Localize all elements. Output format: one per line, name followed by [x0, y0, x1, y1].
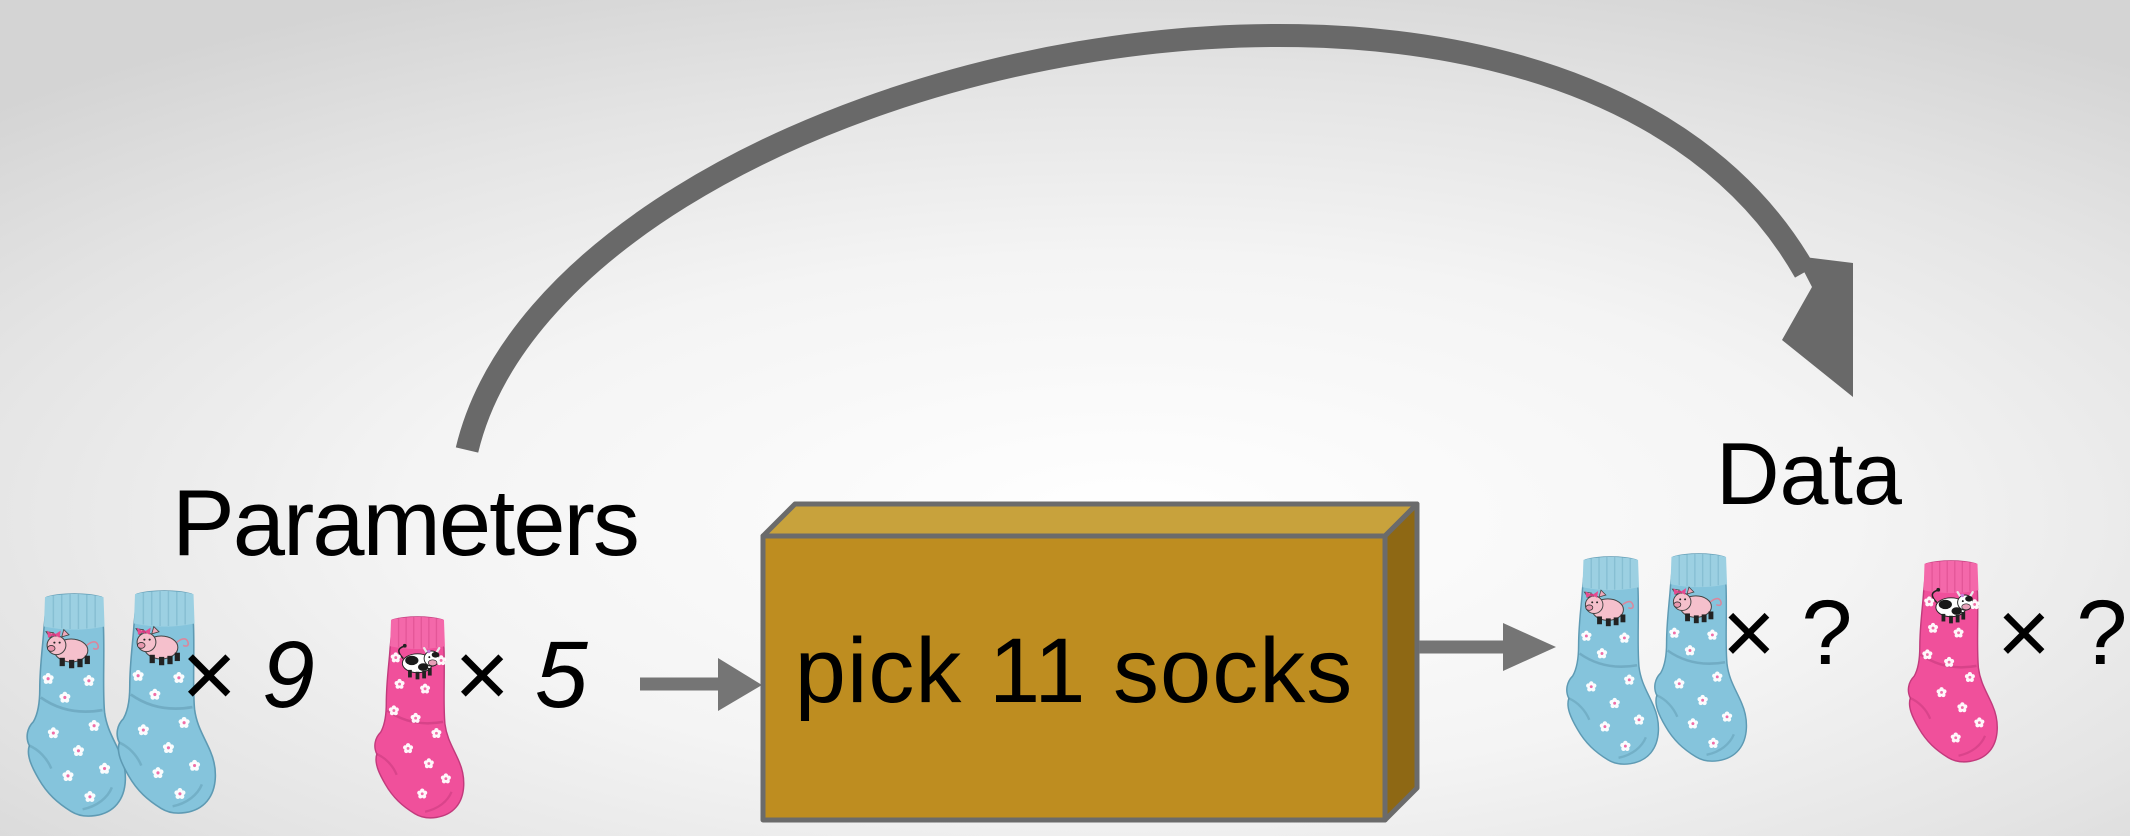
- curved-arrow-path: [455, 23, 1815, 453]
- arrow-out-of-box: [1419, 623, 1556, 671]
- multiplier-pink-right: × ?: [1997, 582, 2128, 684]
- box-front-face: [760, 533, 1388, 823]
- data-title: Data: [1716, 424, 1902, 523]
- arrow-out-of-box-head-icon: [1503, 623, 1556, 671]
- box-label: pick 11 socks: [794, 620, 1354, 722]
- pink-sock-right-icon: [1895, 560, 2007, 768]
- arrow-into-box: [640, 658, 762, 711]
- multiplier-blue-right: × ?: [1722, 582, 1853, 684]
- arrow-into-box-head-icon: [718, 658, 762, 711]
- process-box: [760, 501, 1420, 823]
- box-side-face: [1382, 501, 1420, 823]
- parameters-title: Parameters: [172, 470, 640, 575]
- curved-arrowhead-icon: [1782, 256, 1853, 397]
- multiplier-blue-left: × 9: [180, 622, 315, 728]
- box-top-face: [760, 501, 1420, 539]
- multiplier-pink-left: × 5: [453, 622, 588, 728]
